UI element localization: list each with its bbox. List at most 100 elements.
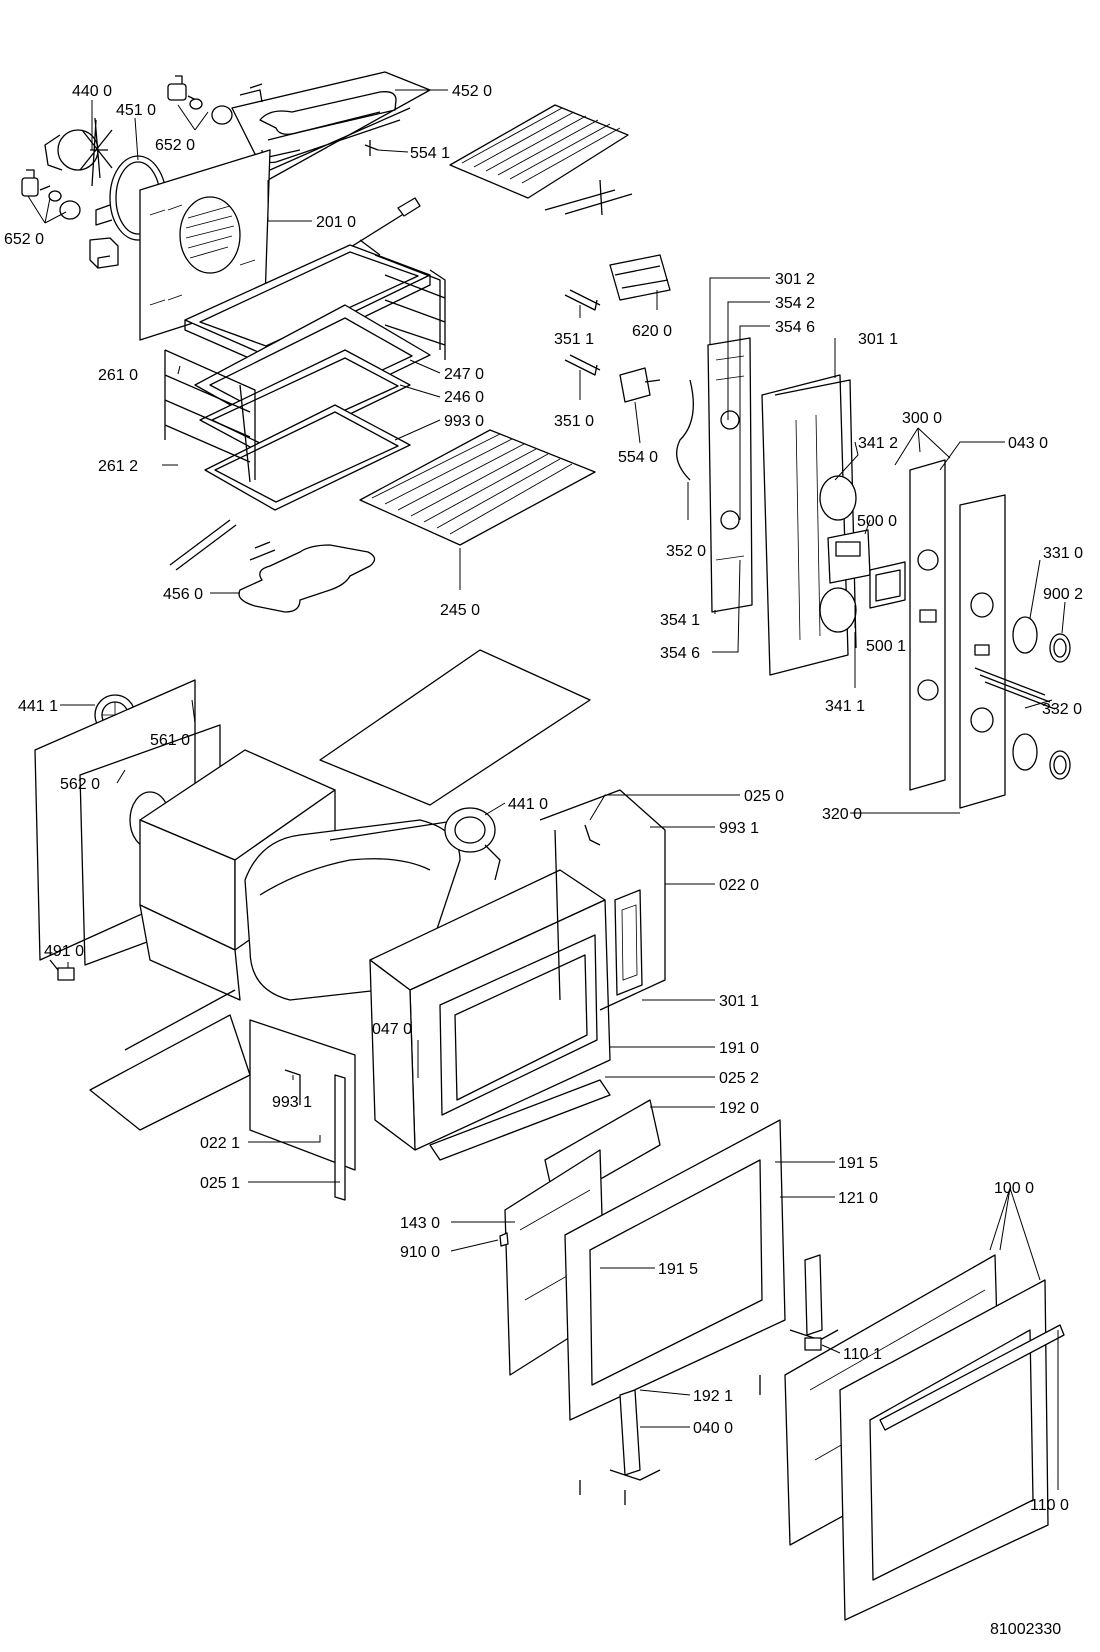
- callout-label: 022 0: [719, 877, 759, 894]
- door-hinge-bracket-025-0: [584, 824, 601, 846]
- bracket-351-1: [564, 289, 601, 311]
- callout-label: 354 6: [660, 645, 700, 662]
- callout-label: 261 0: [98, 367, 138, 384]
- top-cover-plate: [319, 649, 591, 806]
- callout-label: 192 1: [693, 1388, 733, 1405]
- knob-331: [1012, 616, 1038, 771]
- callout-label: 191 5: [838, 1155, 878, 1172]
- thermostat-box: [89, 237, 119, 269]
- callout-label: 351 0: [554, 413, 594, 430]
- callout-label: 993 1: [272, 1094, 312, 1111]
- door-screws: [579, 1375, 761, 1505]
- callout-label: 562 0: [60, 776, 100, 793]
- callout-label: 301 1: [858, 331, 898, 348]
- callout-label: 143 0: [400, 1215, 440, 1232]
- callout-label: 652 0: [4, 231, 44, 248]
- display-window-500-1: [869, 561, 906, 609]
- callout-label: 331 0: [1043, 545, 1083, 562]
- callout-label: 441 1: [18, 698, 58, 715]
- callout-label: 047 0: [372, 1021, 412, 1038]
- small-bracket-110-1: [804, 1337, 822, 1351]
- callout-label: 110 0: [1030, 1497, 1069, 1514]
- vent-strip-025-2: [429, 1079, 611, 1161]
- callout-label: 554 1: [410, 145, 450, 162]
- callout-label: 100 0: [994, 1180, 1034, 1197]
- callout-label: 191 0: [719, 1040, 759, 1057]
- drawing-number: 81002330: [990, 1621, 1061, 1638]
- door-hinge-right: [789, 1254, 839, 1341]
- callout-label: 456 0: [163, 586, 203, 603]
- callout-label: 301 2: [775, 271, 815, 288]
- callout-label: 652 0: [155, 137, 195, 154]
- callout-label: 300 0: [902, 410, 942, 427]
- rotisserie-spit: [289, 197, 421, 291]
- callout-label: 500 1: [866, 638, 906, 655]
- outer-casing-022-0: [539, 789, 666, 1011]
- door-hinge-040: [609, 1389, 661, 1481]
- bottom-heater-456: [238, 541, 376, 613]
- fan-motor-assembly: [44, 117, 113, 187]
- callout-label: 354 2: [775, 295, 815, 312]
- small-clip-554-1: [364, 140, 379, 156]
- door-handle-100: [879, 1324, 1065, 1431]
- side-panel-301-1: [614, 889, 643, 996]
- shafts-332: [974, 667, 1056, 710]
- callout-labels: 440 0 451 0 652 0 652 0 452 0 554 1 201 …: [4, 83, 1083, 1514]
- callout-label: 191 5: [658, 1261, 698, 1278]
- switch-block-620: [609, 254, 671, 301]
- rotary-switch-554: [619, 367, 661, 403]
- callout-label: 910 0: [400, 1244, 440, 1261]
- callout-label: 025 2: [719, 1070, 759, 1087]
- callout-label: 451 0: [116, 102, 156, 119]
- callout-label: 341 1: [825, 698, 865, 715]
- callout-label: 351 1: [554, 331, 594, 348]
- side-rails-right: [374, 254, 446, 360]
- callout-label: 354 1: [660, 612, 700, 629]
- inner-door-frame-121: [564, 1119, 786, 1421]
- wire-shelf-245: [359, 429, 596, 546]
- rear-fan-panel: [139, 149, 271, 341]
- base-plate: [89, 989, 251, 1131]
- callout-label: 022 1: [200, 1135, 240, 1152]
- callout-label: 900 2: [1043, 586, 1083, 603]
- wire-harness-352: [676, 379, 694, 481]
- top-grill-rack: [449, 104, 633, 216]
- callout-label: 025 0: [744, 788, 784, 805]
- callout-label: 354 6: [775, 319, 815, 336]
- baking-tray-246: [199, 349, 411, 456]
- control-bracket-301-2: [707, 337, 753, 613]
- callout-label: 043 0: [1008, 435, 1048, 452]
- callout-label: 245 0: [440, 602, 480, 619]
- callout-label: 561 0: [150, 732, 190, 749]
- wire-rod-456: [169, 519, 237, 571]
- callout-label: 332 0: [1042, 701, 1082, 718]
- callout-label: 491 0: [44, 943, 84, 960]
- bracket-351-0: [564, 354, 601, 376]
- callout-label: 993 0: [444, 413, 484, 430]
- callout-label: 040 0: [693, 1420, 733, 1437]
- glass-dish-993: [204, 404, 411, 511]
- callout-label: 440 0: [72, 83, 112, 100]
- leader-lines: [27, 89, 1066, 1490]
- hinge-rail-025-1: [334, 1074, 346, 1201]
- callout-label: 261 2: [98, 458, 138, 475]
- panel-insert-300: [909, 459, 946, 791]
- knob-ring-900: [1049, 633, 1071, 780]
- callout-label: 192 0: [719, 1100, 759, 1117]
- callout-label: 201 0: [316, 214, 356, 231]
- callout-label: 341 2: [858, 435, 898, 452]
- lower-insulation: [139, 904, 241, 1001]
- clip-910: [499, 1232, 509, 1247]
- clock-module-500-0: [827, 529, 871, 584]
- callout-label: 554 0: [618, 449, 658, 466]
- callout-label: 246 0: [444, 389, 484, 406]
- fascia-panel-320: [959, 494, 1006, 809]
- oven-cavity: [369, 869, 611, 1151]
- callout-label: 620 0: [632, 323, 672, 340]
- callout-label: 301 1: [719, 993, 759, 1010]
- fan-motor-441-0: [444, 807, 501, 881]
- callout-label: 247 0: [444, 366, 484, 383]
- side-rack-left: [164, 349, 256, 483]
